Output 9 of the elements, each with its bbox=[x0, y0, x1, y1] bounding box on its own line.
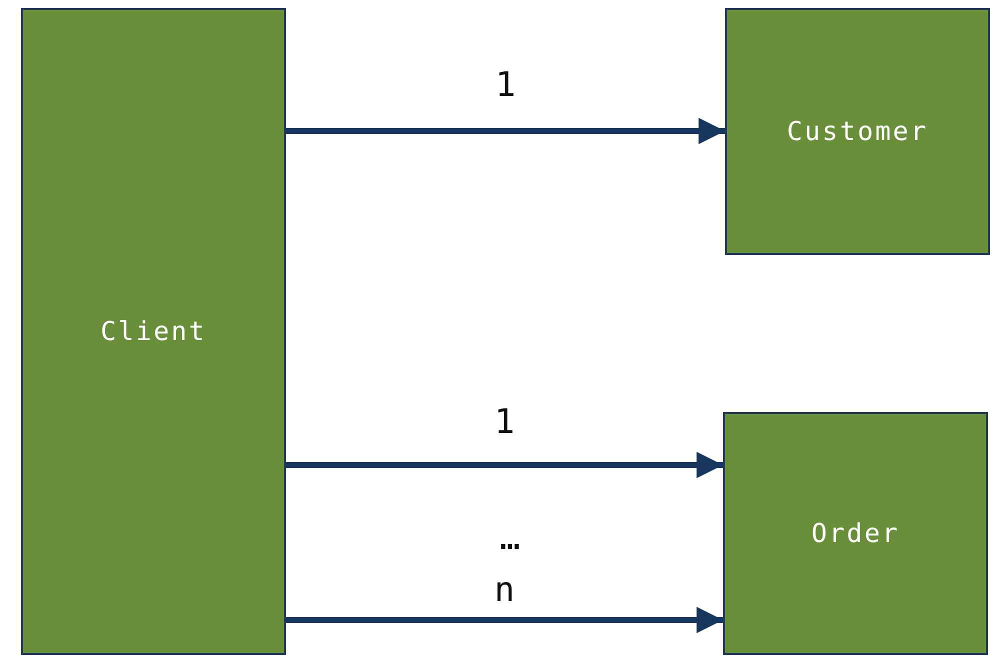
arrow bbox=[286, 452, 723, 478]
entity-box bbox=[725, 8, 990, 255]
entity-name: Order bbox=[811, 518, 900, 548]
entity-box bbox=[723, 412, 988, 655]
entity-name: Customer bbox=[786, 116, 928, 146]
entity-name: Client bbox=[100, 316, 206, 346]
entity-box bbox=[21, 8, 286, 655]
arrow bbox=[286, 118, 725, 144]
arrow bbox=[286, 606, 723, 634]
